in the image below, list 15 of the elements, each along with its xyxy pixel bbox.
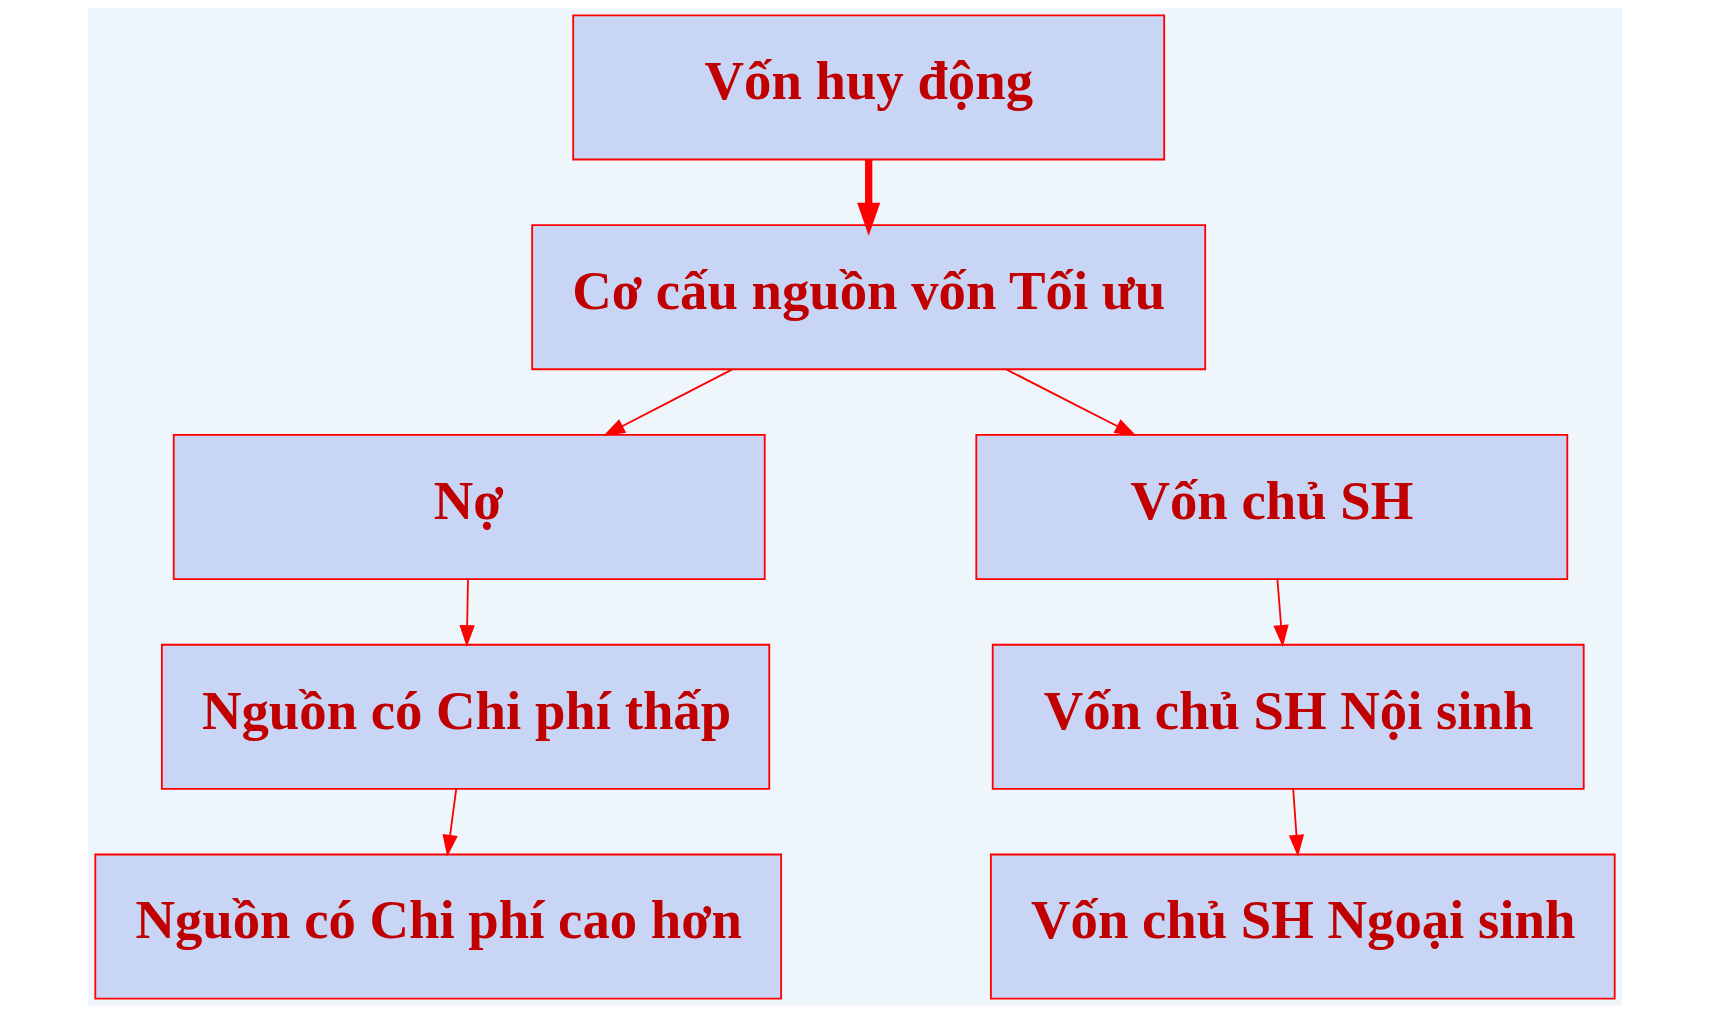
node-box: Nguồn có Chi phí cao hơn <box>93 853 782 1000</box>
node-box: Vốn chủ SH <box>974 434 1568 580</box>
arrow <box>602 368 733 437</box>
arrow <box>459 578 475 647</box>
node-box: Cơ cấu nguồn vốn Tối ưu <box>530 224 1206 371</box>
arrow <box>1272 578 1289 647</box>
node-box: Vốn chủ SH Nội sinh <box>991 643 1585 790</box>
node-box: Vốn huy động <box>571 14 1165 161</box>
arrow <box>856 159 880 236</box>
arrow <box>1004 368 1137 437</box>
arrow <box>1288 788 1304 857</box>
arrow <box>442 788 458 857</box>
node-box: Nợ <box>172 434 766 580</box>
node-box: Nguồn có Chi phí thấp <box>160 643 770 790</box>
node-box: Vốn chủ SH Ngoại sinh <box>989 853 1616 1000</box>
